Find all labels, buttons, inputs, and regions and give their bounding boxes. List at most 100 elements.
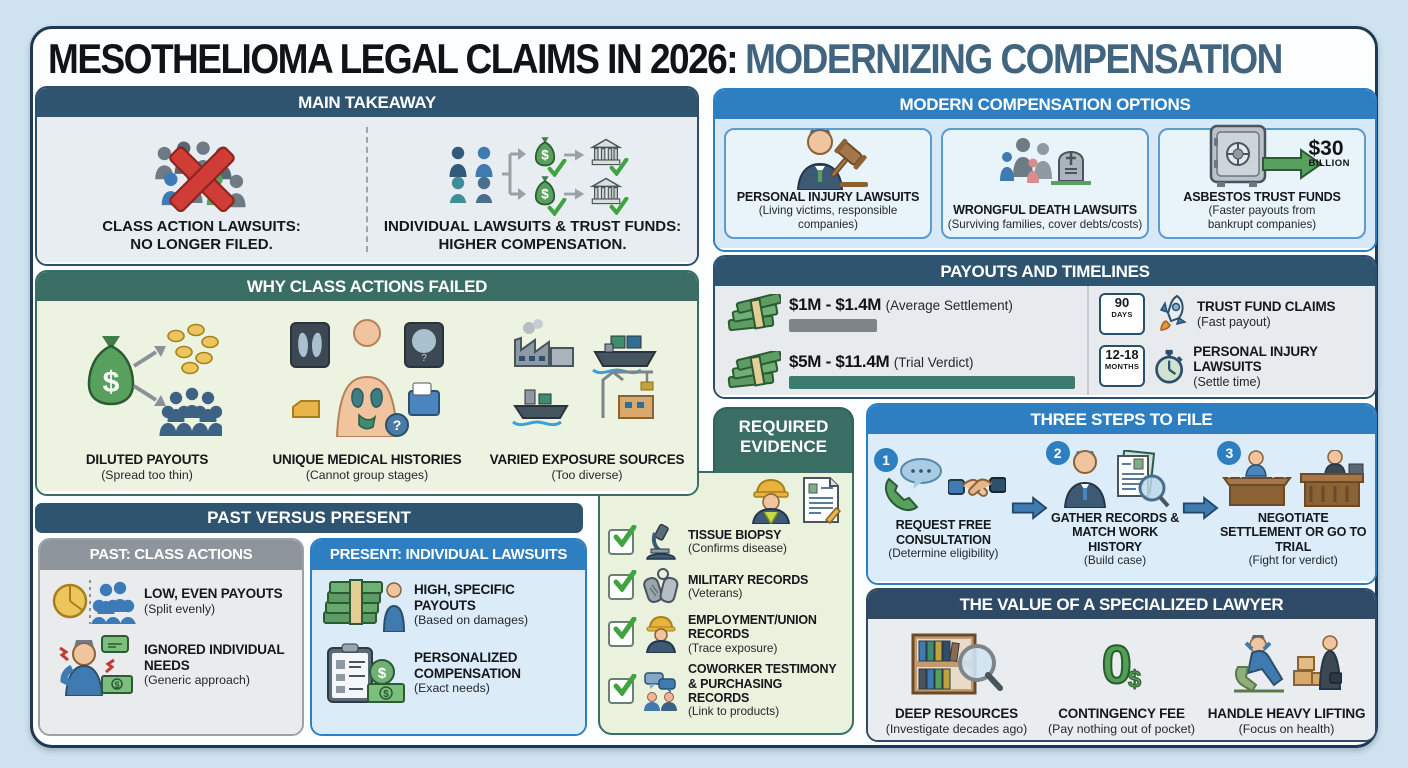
- stopwatch-icon: [1155, 350, 1184, 384]
- present-item: $ $ PERSONALIZED COMPENSATION (Exact nee…: [322, 642, 577, 704]
- stressed-person-icon: $: [59, 635, 133, 696]
- bank-icon: [589, 176, 628, 215]
- payout-bar-row: $5M - $11.4M (Trial Verdict): [727, 351, 1083, 389]
- section-payouts-and-timelines: PAYOUTS AND TIMELINES $1M - $1.4M (Avera…: [713, 255, 1377, 399]
- lawyer-header: THE VALUE OF A SPECIALIZED LAWYER: [868, 590, 1375, 619]
- section-modern-compensation-options: MODERN COMPENSATION OPTIONS: [713, 88, 1377, 252]
- page-title: MESOTHELIOMA LEGAL CLAIMS IN 2026:MODERN…: [48, 34, 1358, 86]
- section-value-of-specialized-lawyer: THE VALUE OF A SPECIALIZED LAWYER: [866, 588, 1377, 742]
- why-failed-header: WHY CLASS ACTIONS FAILED: [37, 272, 697, 301]
- arrow-right-icon: [563, 149, 584, 160]
- rocket-icon: [1159, 294, 1187, 331]
- past-vs-present-header: PAST VERSUS PRESENT: [35, 503, 583, 533]
- lawyer-item: DEEP RESOURCES (Investigate decades ago): [874, 623, 1039, 740]
- lawyer-item: 0 $ CONTINGENCY FEE (Pay nothing out of …: [1048, 634, 1195, 736]
- option-asbestos-trust-funds: $30 BILLION ASBESTOS TRUST FU: [1158, 124, 1366, 239]
- timeline-row: 12-18 MONTHS PERSONAL INJURY LAWSUITS (S…: [1099, 344, 1369, 389]
- page-title-accent: MODERNIZING COMPENSATION: [745, 36, 1283, 83]
- moneybag-icon: $: [530, 136, 566, 177]
- cash-pile-icon: [727, 294, 781, 332]
- card-present-individual-lawsuits: PRESENT: INDIVIDUAL LAWSUITS HIGH, SPECI…: [310, 538, 587, 736]
- step-number-badge: 2: [1045, 441, 1070, 466]
- timeline-row: 90 DAYS TRUST FUND CLAIMS (Fast payout): [1099, 293, 1369, 335]
- section-required-evidence: TISSUE BIOPSY (Confirms disease) MILITAR…: [598, 471, 854, 735]
- cash-pile-icon: [727, 351, 781, 389]
- safe-icon: [1209, 124, 1323, 187]
- dogtags-icon: [643, 568, 679, 604]
- svg-text:$: $: [103, 366, 120, 399]
- svg-text:$: $: [378, 665, 387, 682]
- page-title-main: MESOTHELIOMA LEGAL CLAIMS IN 2026:: [48, 36, 739, 83]
- verdict-bar: [789, 375, 1075, 389]
- payout-bar-row: $1M - $1.4M (Average Settlement): [727, 294, 1083, 332]
- negotiation-desk-icon: [1221, 450, 1292, 507]
- why-failed-item: ? ? UNIQUE MEDICAL HISTORIES (Cannot gro…: [257, 301, 477, 491]
- svg-text:$: $: [114, 680, 119, 690]
- microscope-icon: [646, 523, 676, 560]
- moneybag-icon: $: [530, 175, 566, 216]
- divider: [366, 127, 368, 252]
- clipboard-dollar-icon: $ $: [327, 643, 405, 703]
- crowd-x-icon: [154, 141, 246, 213]
- evidence-item: MILITARY RECORDS (Veterans): [608, 568, 846, 606]
- check-icon: [547, 159, 566, 177]
- arrow-right-icon: [1183, 495, 1219, 520]
- check-icon: [609, 158, 628, 176]
- bookshelf-magnifier-icon: [911, 633, 1003, 695]
- individuals-icon: [449, 146, 492, 203]
- relax-boxes-icon: [1233, 634, 1342, 693]
- document-icon: [803, 477, 842, 524]
- worker-icon: [645, 616, 677, 654]
- card-past-class-actions: PAST: CLASS ACTIONS LOW, EVEN PAYOUTS (S…: [38, 538, 304, 736]
- arrow-right-icon: [1011, 495, 1048, 520]
- worker-icon: [751, 478, 791, 524]
- past-item: LOW, EVEN PAYOUTS (Split evenly): [50, 578, 294, 624]
- records-magnifier-icon: [1116, 450, 1170, 508]
- section-main-takeaway: MAIN TAKEAWAY CLASS ACTION LAWSUITS: N: [35, 86, 699, 266]
- person-icon: [1063, 450, 1106, 509]
- calendar-icon: 12-18 MONTHS: [1099, 345, 1145, 388]
- present-item: HIGH, SPECIFIC PAYOUTS (Based on damages…: [322, 578, 577, 632]
- why-failed-item: VARIED EXPOSURE SOURCES (Too diverse): [477, 301, 697, 491]
- checkbox-icon: [608, 617, 637, 648]
- handshake-icon: [947, 477, 1006, 498]
- main-takeaway-header: MAIN TAKEAWAY: [37, 88, 697, 117]
- checkbox-icon: [608, 525, 637, 555]
- step-3: 3: [1217, 441, 1367, 568]
- svg-text:$: $: [383, 689, 389, 700]
- svg-text:$: $: [541, 147, 549, 162]
- svg-text:?: ?: [421, 353, 427, 364]
- bank-icon: [589, 137, 628, 176]
- evidence-item: TISSUE BIOPSY (Confirms disease): [608, 523, 846, 561]
- medical-history-icon: ? ?: [290, 318, 444, 437]
- svg-text:$: $: [541, 186, 549, 201]
- check-icon: [609, 197, 628, 215]
- section-why-class-actions-failed: WHY CLASS ACTIONS FAILED $: [35, 270, 699, 496]
- payouts-header: PAYOUTS AND TIMELINES: [715, 257, 1375, 286]
- present-card-header: PRESENT: INDIVIDUAL LAWSUITS: [312, 540, 585, 570]
- step-2: 2: [1045, 441, 1183, 568]
- settlement-bar: [789, 318, 877, 332]
- checkbox-icon: [608, 570, 637, 600]
- section-three-steps-to-file: THREE STEPS TO FILE 1: [866, 403, 1377, 585]
- lawyer-item: HANDLE HEAVY LIFTING (Focus on health): [1204, 623, 1369, 740]
- steps-header: THREE STEPS TO FILE: [868, 405, 1375, 434]
- trust-fund-amount: $30 BILLION: [1308, 137, 1350, 169]
- zero-dollar-icon: 0 $: [1101, 634, 1142, 695]
- pie-coin-crowd-icon: [52, 580, 136, 624]
- main-takeaway-left-caption: CLASS ACTION LAWSUITS: NO LONGER FILED.: [102, 218, 301, 253]
- evidence-item: EMPLOYMENT/UNION RECORDS (Trace exposure…: [608, 613, 846, 655]
- main-takeaway-right-caption: INDIVIDUAL LAWSUITS & TRUST FUNDS: HIGHE…: [383, 218, 682, 253]
- past-card-header: PAST: CLASS ACTIONS: [40, 540, 302, 570]
- main-takeaway-left: CLASS ACTION LAWSUITS: NO LONGER FILED.: [37, 117, 366, 262]
- option-wrongful-death: WRONGFUL DEATH LAWSUITS (Surviving famil…: [941, 128, 1149, 239]
- step-number-badge: 3: [1217, 441, 1242, 466]
- checkbox-icon: [608, 673, 637, 704]
- family-tombstone-icon: [1000, 137, 1091, 185]
- judge-bench-icon: [1299, 450, 1364, 508]
- lawyer-gavel-icon: [796, 128, 868, 190]
- arrow-right-icon: [563, 188, 584, 199]
- past-item: $ IGNORED INDIVIDUAL NEEDS (Generic appr…: [50, 634, 294, 696]
- main-takeaway-right: $ $: [368, 117, 697, 262]
